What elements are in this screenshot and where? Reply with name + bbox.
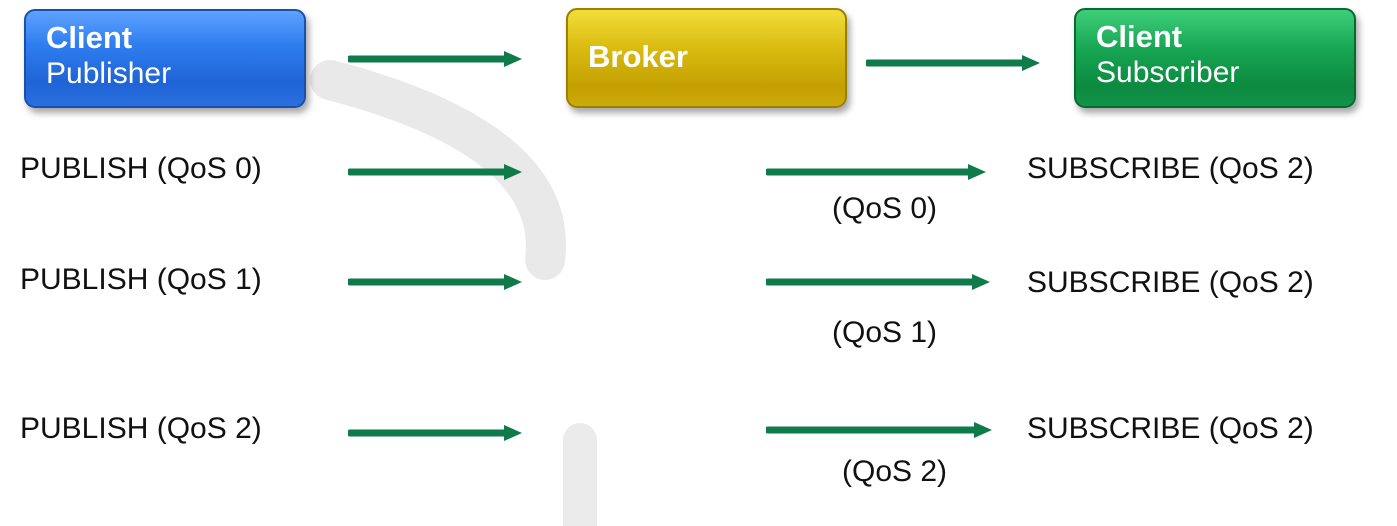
subscriber-title: Client <box>1096 19 1183 54</box>
arrow-broker-to-subscriber <box>866 55 1040 71</box>
delivered-qos-1-label: (QoS 1) <box>832 316 938 349</box>
publisher-subtitle: Publisher <box>46 57 172 90</box>
delivered-qos-0-label: (QoS 0) <box>832 192 938 225</box>
arrow-deliver-row-1 <box>766 164 986 180</box>
arrow-publish-row-3 <box>348 425 522 441</box>
publish-qos-0-label: PUBLISH (QoS 0) <box>20 152 262 185</box>
client-publisher-node: Client Publisher <box>24 9 306 108</box>
arrow-publish-row-2 <box>348 274 522 290</box>
client-subscriber-node: Client Subscriber <box>1074 8 1356 108</box>
publisher-title: Client <box>46 20 133 55</box>
subscribe-row-2-label: SUBSCRIBE (QoS 2) <box>1027 266 1314 299</box>
broker-title: Broker <box>588 39 688 74</box>
arrow-publish-row-1 <box>348 164 522 180</box>
publish-qos-2-label: PUBLISH (QoS 2) <box>20 412 262 445</box>
subscriber-subtitle: Subscriber <box>1096 56 1240 89</box>
subscribe-row-3-label: SUBSCRIBE (QoS 2) <box>1027 412 1314 445</box>
broker-node: Broker <box>566 8 847 108</box>
delivered-qos-2-label: (QoS 2) <box>842 455 948 488</box>
arrow-deliver-row-3 <box>766 422 992 438</box>
publish-qos-1-label: PUBLISH (QoS 1) <box>20 263 262 296</box>
arrow-deliver-row-2 <box>766 274 990 290</box>
subscribe-row-1-label: SUBSCRIBE (QoS 2) <box>1027 152 1314 185</box>
arrow-publisher-to-broker <box>348 51 522 67</box>
